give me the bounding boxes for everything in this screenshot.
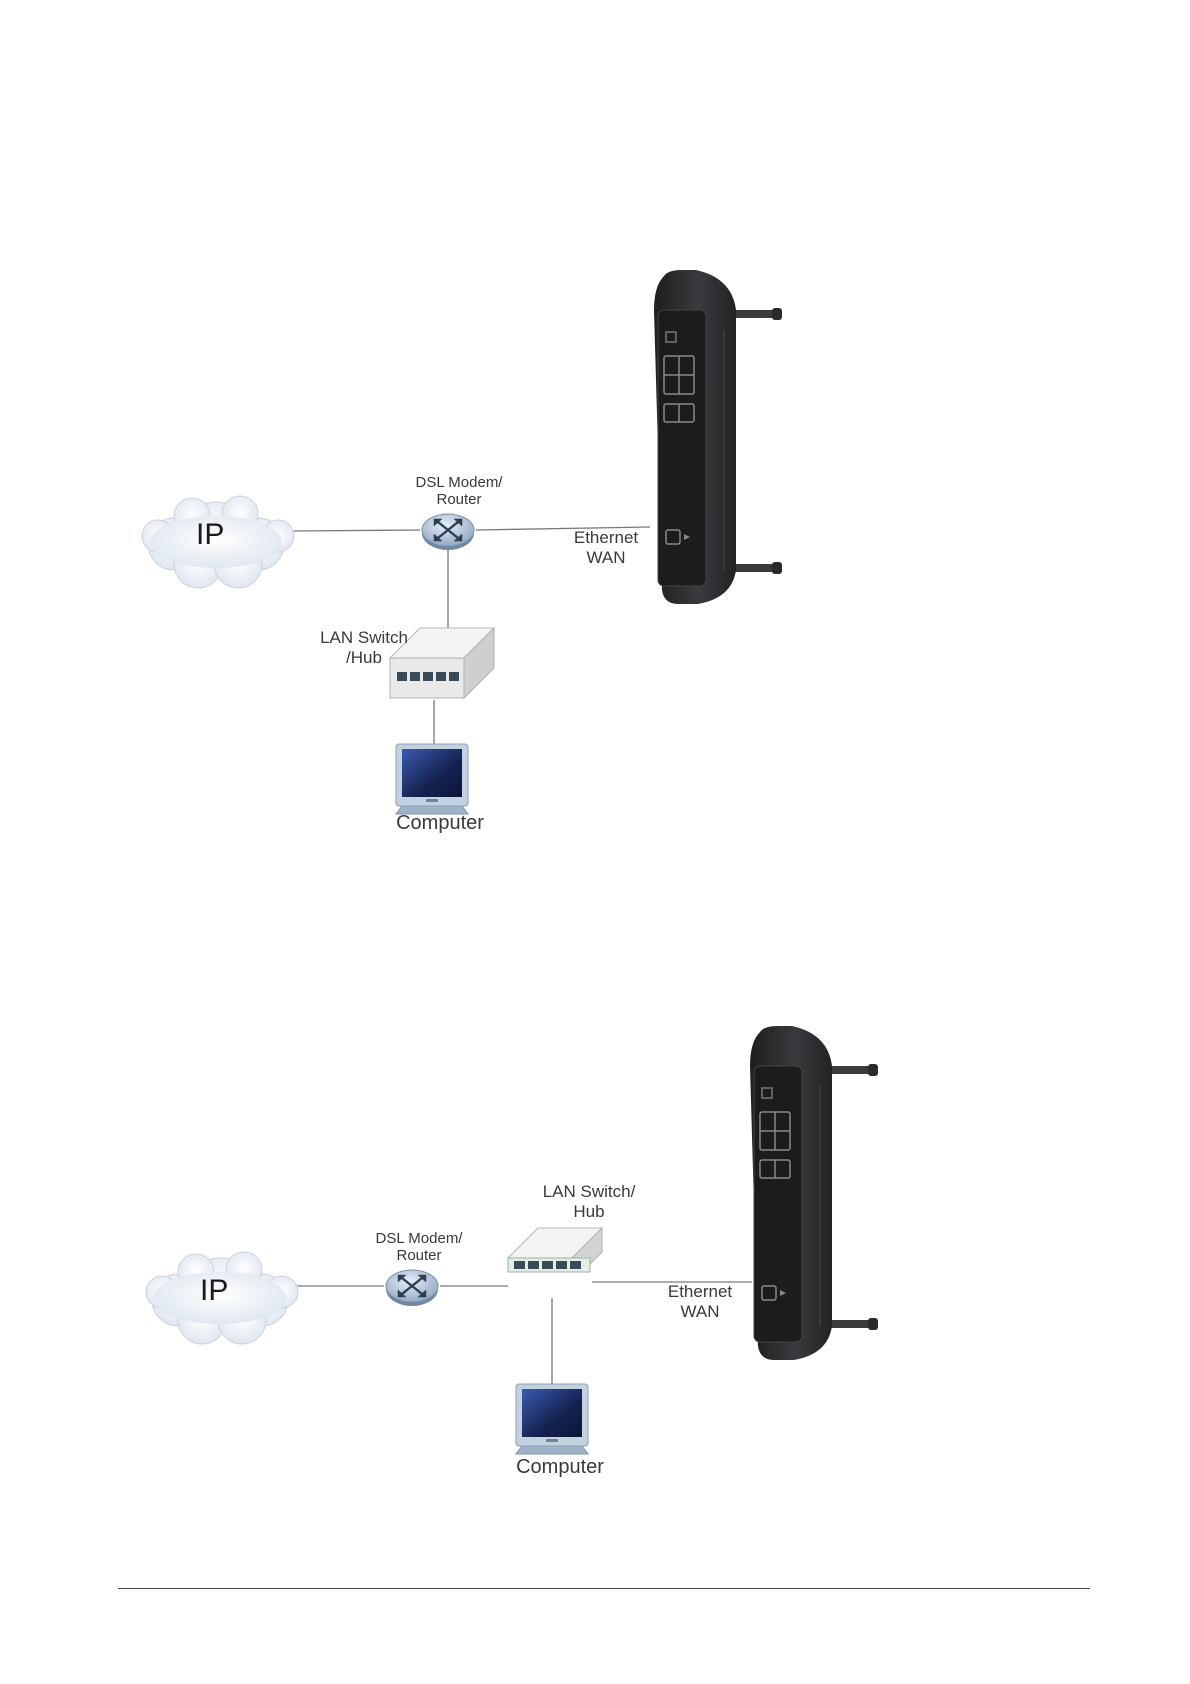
lan-switch-label-line-2: Hub: [534, 1202, 644, 1222]
wireless-router-icon: [654, 270, 782, 604]
ethernet-wan-label-line-2: WAN: [650, 1302, 750, 1322]
diagram-1: [142, 270, 782, 814]
ethernet-wan-label-line-1: Ethernet: [650, 1282, 750, 1302]
footer-divider: [118, 1588, 1090, 1589]
dsl-modem-label-line-2: Router: [364, 1247, 474, 1264]
computer-label: Computer: [500, 1456, 620, 1479]
dsl-router-icon: [386, 1270, 438, 1306]
dsl-modem-label: DSL Modem/ Router: [404, 474, 514, 509]
computer-label: Computer: [380, 812, 500, 835]
ethernet-wan-label-line-2: WAN: [556, 548, 656, 568]
cloud-label: IP: [196, 518, 224, 553]
cloud-label: IP: [200, 1274, 228, 1309]
computer-icon: [396, 744, 468, 814]
lan-switch-label-line-2: /Hub: [314, 648, 414, 668]
computer-icon: [516, 1384, 588, 1454]
wireless-router-icon: [750, 1026, 878, 1360]
diagram-2: [146, 1026, 878, 1454]
lan-switch-icon: [508, 1228, 602, 1272]
dsl-modem-label-line-2: Router: [404, 491, 514, 508]
lan-switch-label-line-1: LAN Switch: [314, 628, 414, 648]
lan-switch-label-line-1: LAN Switch/: [534, 1182, 644, 1202]
dsl-modem-label-line-1: DSL Modem/: [404, 474, 514, 491]
lan-switch-label: LAN Switch /Hub: [314, 628, 414, 667]
dsl-router-icon: [422, 514, 474, 550]
dsl-modem-label: DSL Modem/ Router: [364, 1230, 474, 1265]
ethernet-wan-label-line-1: Ethernet: [556, 528, 656, 548]
ethernet-wan-label: Ethernet WAN: [650, 1282, 750, 1321]
dsl-modem-label-line-1: DSL Modem/: [364, 1230, 474, 1247]
ethernet-wan-label: Ethernet WAN: [556, 528, 656, 567]
lan-switch-label: LAN Switch/ Hub: [534, 1182, 644, 1221]
